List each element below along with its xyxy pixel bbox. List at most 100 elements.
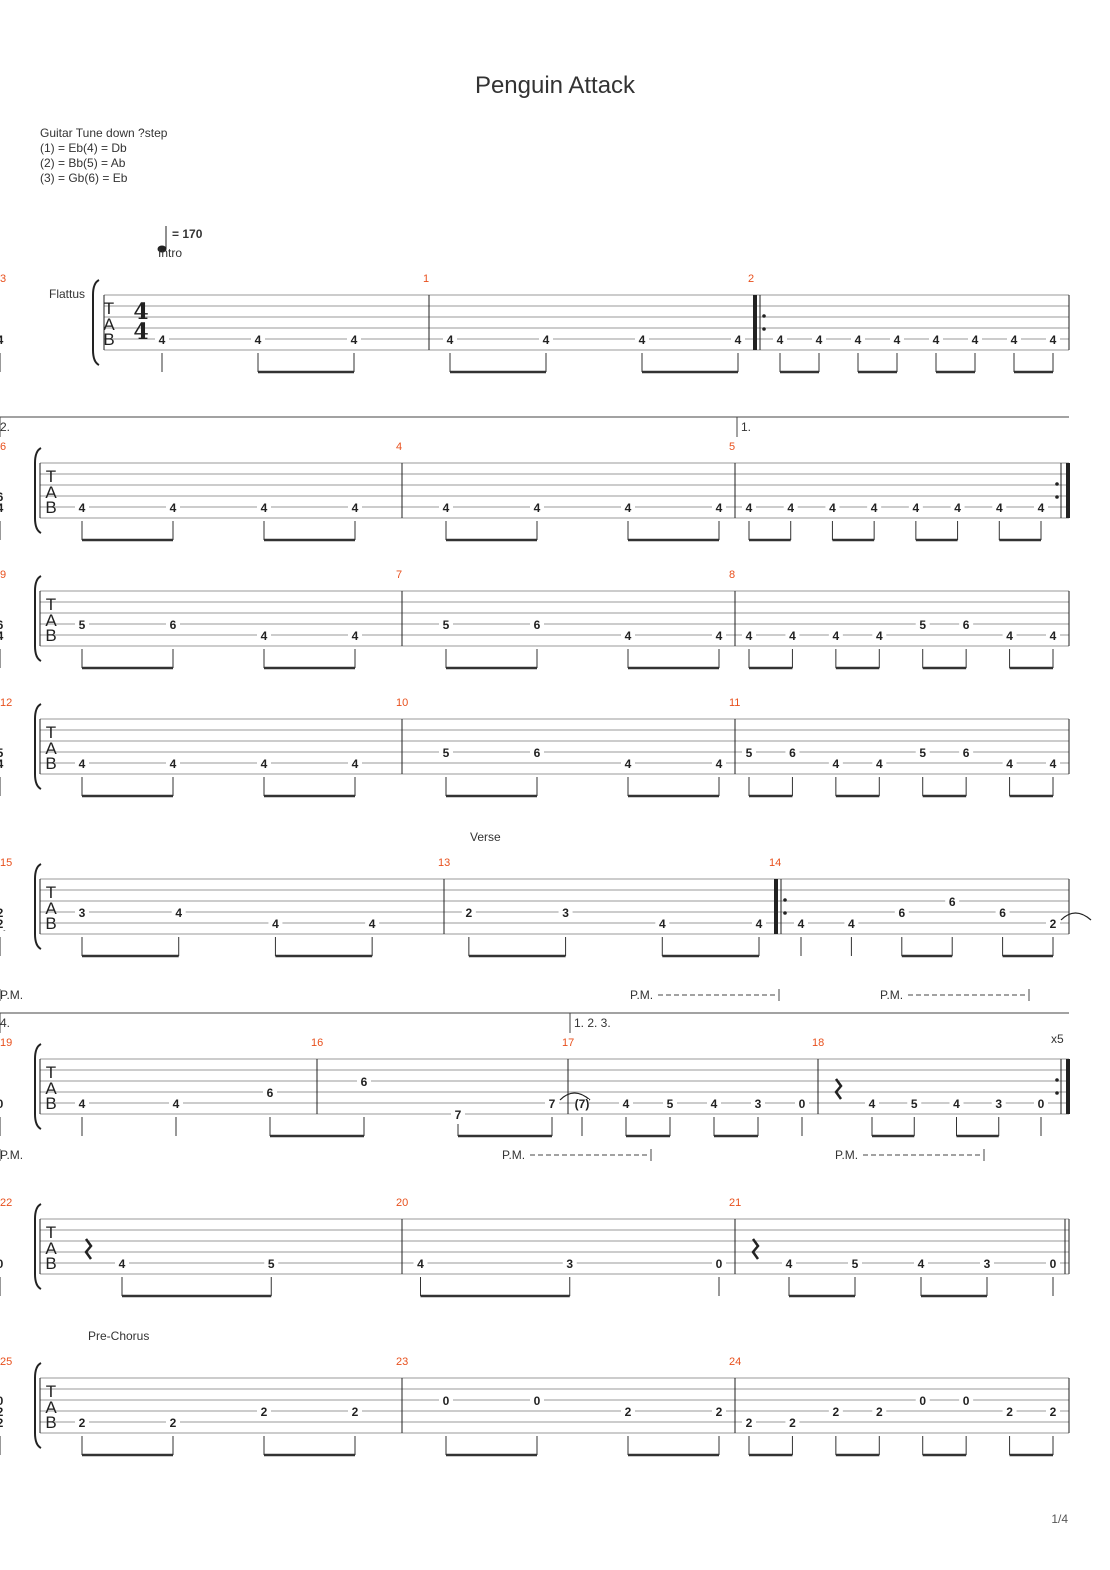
fret-bg [959,620,974,631]
fret-number: 0 [1050,1257,1057,1271]
fret-number: 4 [876,757,883,771]
fret-bg [257,503,271,514]
measure-number: 8 [729,569,735,581]
page-number: 1/4 [1051,1512,1068,1526]
measure-number: 12 [0,697,12,709]
repeat-end-thick-bar [1066,463,1070,518]
fret-number: 0 [716,1257,723,1271]
measure-number: 11 [729,697,740,709]
fret-bg [785,631,800,642]
repeat-dot [783,898,787,902]
section-label: Verse [470,830,501,844]
fret-bg [867,503,882,514]
repeat-start-thick-bar [774,879,778,934]
fret-number: 0 [0,1394,4,1408]
fret-number: 4 [625,501,632,515]
measure-number: 18 [812,1037,824,1049]
fret-bg [621,631,635,642]
fret-bg [742,503,756,514]
fret-bg [908,503,923,514]
fret-bg [785,748,800,759]
fret-bg [828,759,843,770]
fret-number: 2 [466,906,473,920]
tie-arc [559,1092,591,1101]
tie-arc [1060,912,1092,921]
fret-bg [1046,919,1060,930]
fret-bg [968,335,982,346]
system-brace [34,1203,42,1290]
fret-number: 5 [919,746,926,760]
fret-bg [0,503,14,514]
fret-number: 4 [1050,333,1057,347]
fret-number: 4 [261,629,268,643]
system-brace [92,279,100,366]
fret-number: 2 [1050,1405,1057,1419]
tab-clef-a: A [103,315,115,334]
fret-number: 4 [953,1097,960,1111]
tab-clef-a: A [45,1079,57,1098]
fret-bg [558,908,573,919]
tuning-line: Guitar Tune down ?step [40,126,168,140]
fret-number: 6 [963,746,970,760]
fret-number: 4 [369,917,376,931]
fret-bg [959,748,974,759]
fret-bg [530,620,544,631]
fret-bg [707,1099,721,1110]
fret-number: 4 [447,333,454,347]
fret-number: 4 [798,917,805,931]
fret-bg [575,1099,589,1110]
fret-bg [439,503,453,514]
fret-bg [264,1259,279,1270]
tab-clef-t: T [104,299,114,318]
fret-bg [621,759,635,770]
time-signature-bottom: 4 [133,319,148,345]
tab-clef-a: A [45,899,57,918]
fret-bg [751,1099,765,1110]
palm-mute-label: P.M. [880,988,903,1002]
fret-bg [785,1418,800,1429]
fret-bg [530,748,544,759]
quarter-note-icon [157,245,167,253]
fret-number: 4 [954,501,961,515]
fret-bg [1007,335,1021,346]
fret-number: 4 [417,1257,424,1271]
fret-number: 2 [0,917,4,931]
fret-bg [783,503,798,514]
fret-number: 6 [0,490,4,504]
tab-clef-a: A [45,483,57,502]
system-brace [34,863,42,950]
track-name: Flattus [49,287,85,301]
volta-label: 2. [0,420,10,434]
fret-number: 2 [625,1405,632,1419]
fret-bg [812,335,826,346]
fret-bg [915,620,930,631]
song-title: Penguin Attack [474,72,636,99]
repeat-dot [783,911,787,915]
fret-bg [365,919,380,930]
fret-number: 4 [173,1097,180,1111]
fret-bg [851,335,865,346]
fret-number: 3 [79,906,86,920]
fret-number: 3 [566,1257,573,1271]
fret-number: 6 [361,1075,368,1089]
fret-number: 4 [789,629,796,643]
fret-bg [169,1099,183,1110]
fret-bg [1046,335,1060,346]
fret-number: 6 [267,1086,274,1100]
measure-number: 13 [438,857,450,869]
fret-bg [439,748,453,759]
tab-clef-a: A [45,1239,57,1258]
fret-number: 4 [716,757,723,771]
tempo-value: = 170 [172,227,203,241]
fret-bg [712,503,726,514]
fret-number: 0 [534,1394,541,1408]
fret-bg [907,1099,922,1110]
fret-number: 4 [833,757,840,771]
fret-number: 4 [170,757,177,771]
fret-bg [655,919,670,930]
fret-bg [166,1418,180,1429]
fret-number: 3 [755,1097,762,1111]
fret-bg [773,335,787,346]
measure-number: 5 [729,441,735,453]
fret-number: 6 [963,618,970,632]
